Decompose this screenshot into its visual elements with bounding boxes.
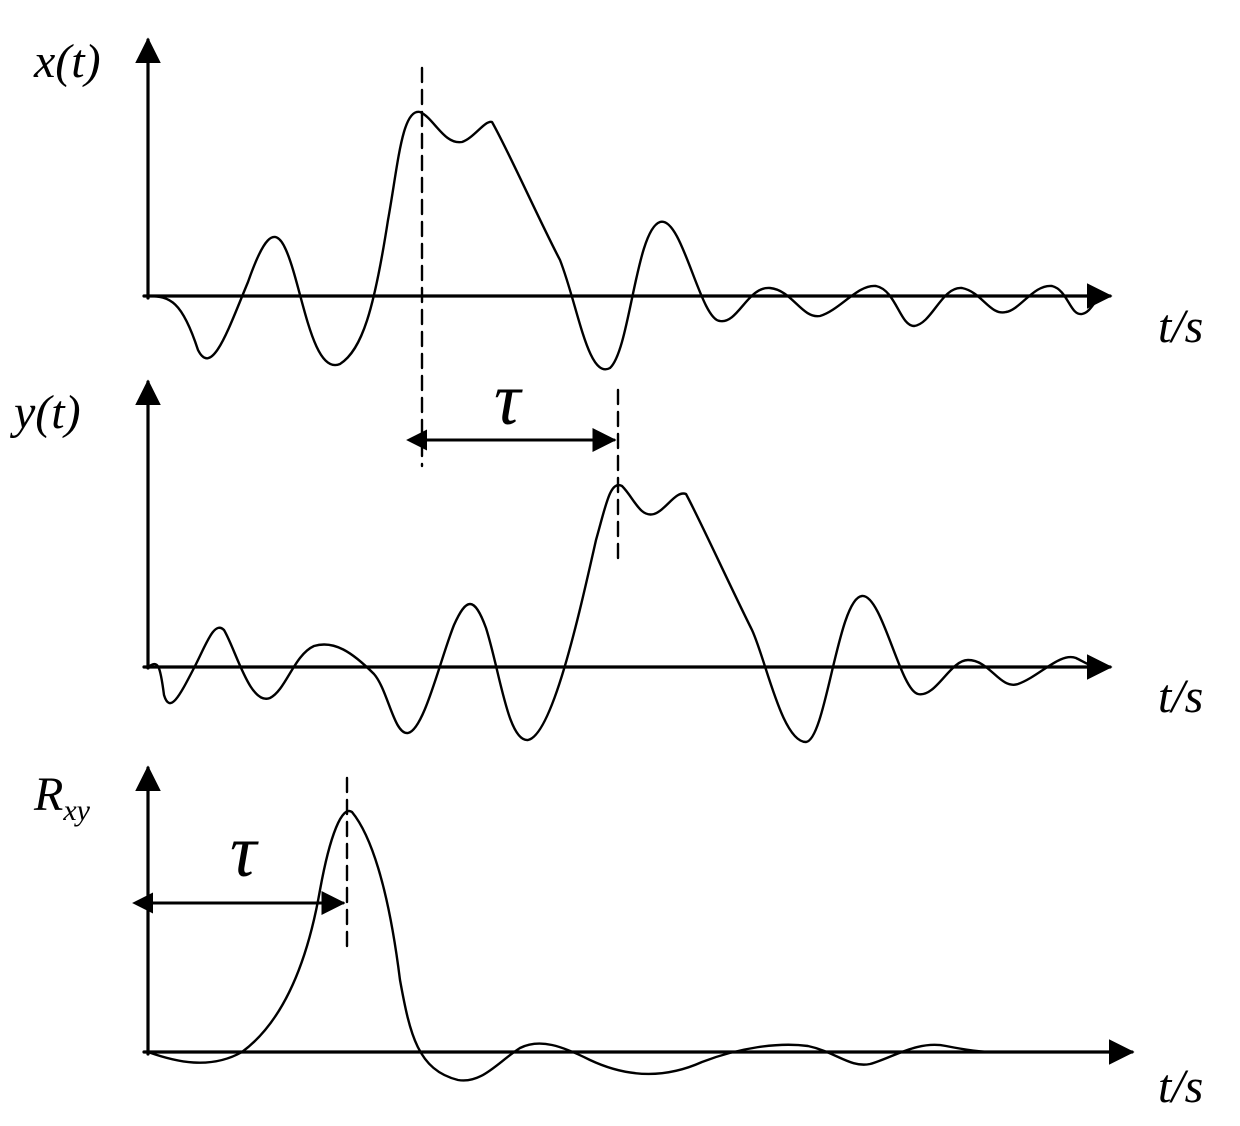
correlation-label-subscript: xy xyxy=(62,794,90,827)
correlation-time-unit-label: t/s xyxy=(1158,1060,1203,1113)
y-time-unit-label: t/s xyxy=(1158,670,1203,723)
panel-x-signal: x(t) t/s xyxy=(33,35,1203,371)
correlation-delay-label: τ xyxy=(230,811,259,893)
x-time-unit-label: t/s xyxy=(1158,300,1203,353)
panel-correlation: Rxy t/s xyxy=(33,765,1203,1113)
x-signal-label: x(t) xyxy=(33,35,101,88)
signal-delay-label: τ xyxy=(494,359,523,441)
panel-y-signal: y(t) t/s xyxy=(9,379,1203,744)
correlation-label: Rxy xyxy=(33,768,91,827)
correlation-curve xyxy=(146,809,996,1082)
y-signal-curve xyxy=(146,483,1098,744)
y-signal-label: y(t) xyxy=(9,386,81,439)
correlation-label-main: R xyxy=(33,768,63,821)
x-signal-curve xyxy=(146,110,1106,371)
delay-annotations: τ τ xyxy=(132,66,620,954)
